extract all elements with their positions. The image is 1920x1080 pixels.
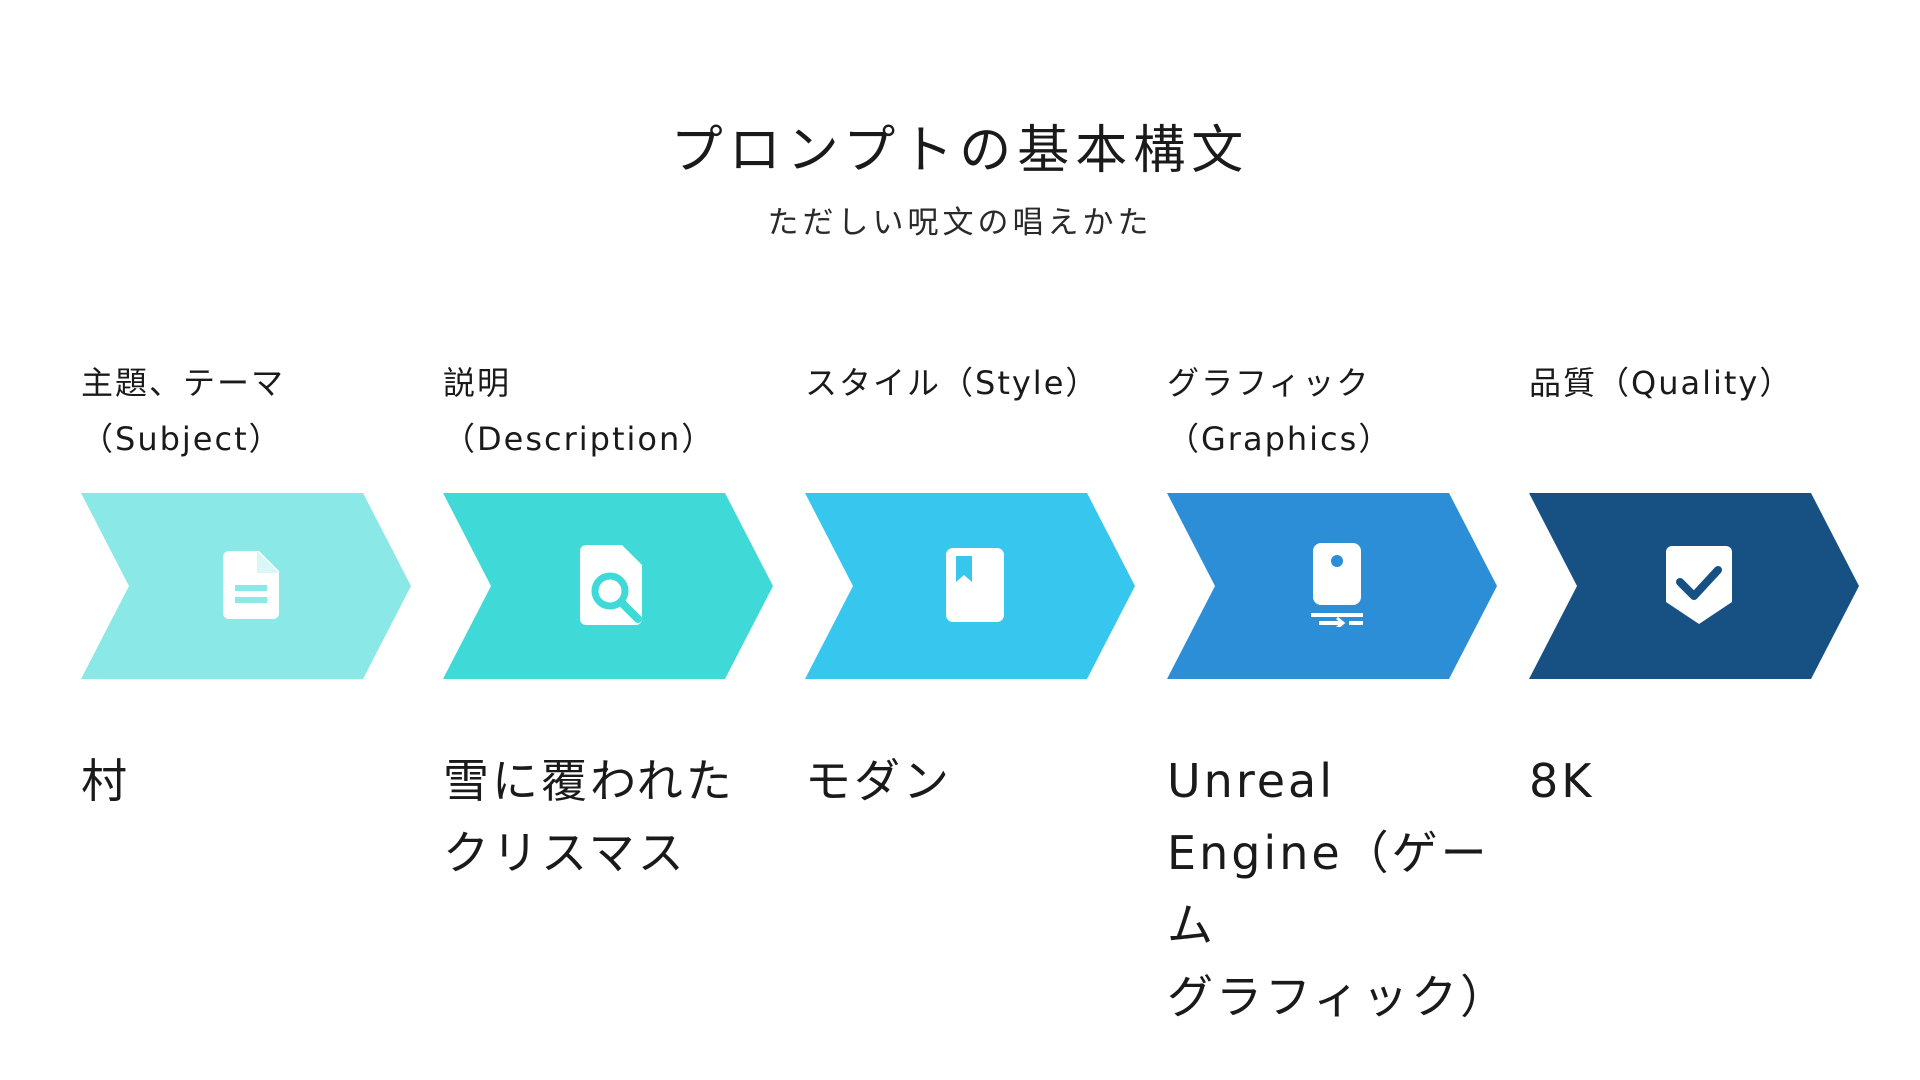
step-label-quality: 品質（Quality） (1529, 364, 1794, 402)
step-description: 説明 （Description） 雪に覆われた クリスマス (443, 0, 773, 1080)
chevron-graphics (1167, 493, 1497, 679)
step-label-style: スタイル（Style） (805, 364, 1100, 402)
page-subtitle: ただしい呪文の唱えかた (767, 205, 1153, 241)
document-icon (211, 540, 291, 630)
step-quality: 品質（Quality） 8K (1529, 0, 1859, 1080)
step-label-graphics: グラフィック （Graphics） (1167, 364, 1393, 458)
chevron-description (443, 493, 773, 679)
step-value-subject: 村 (81, 754, 130, 808)
file-search-icon (573, 540, 653, 630)
device-transfer-icon (1297, 540, 1377, 630)
page-title: プロンプトの基本構文 (670, 121, 1250, 181)
step-label-subject: 主題、テーマ （Subject） (81, 364, 286, 458)
step-graphics: グラフィック （Graphics） Unreal Engine（ゲーム グラフィ… (1167, 0, 1506, 1080)
step-value-graphics: Unreal Engine（ゲーム グラフィック） (1167, 754, 1510, 1024)
shield-check-icon (1659, 540, 1739, 630)
step-label-description: 説明 （Description） (443, 364, 716, 458)
chevron-quality (1529, 493, 1859, 679)
step-style: スタイル（Style） モダン (805, 0, 1135, 1080)
step-subject: 主題、テーマ （Subject） 村 (81, 0, 411, 1080)
step-value-description: 雪に覆われた クリスマス (443, 754, 735, 880)
step-value-style: モダン (805, 754, 952, 808)
chevron-style (805, 493, 1135, 679)
step-value-quality: 8K (1529, 754, 1595, 808)
chevron-subject (81, 493, 411, 679)
bookmark-book-icon (935, 540, 1015, 630)
